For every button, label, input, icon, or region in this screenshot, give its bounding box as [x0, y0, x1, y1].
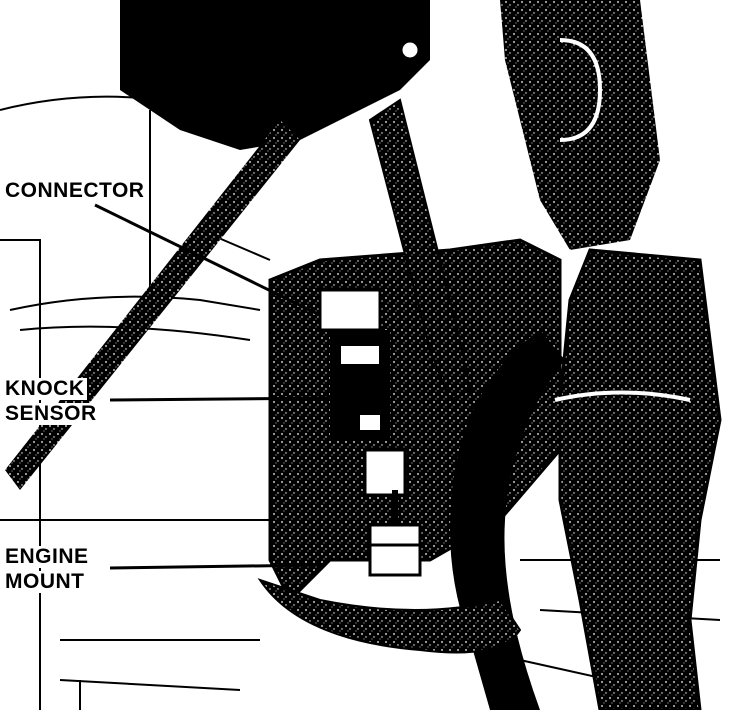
knock-sensor-label-line1: KNOCK [3, 377, 87, 400]
engine-mount-cushion [257, 578, 522, 654]
housing-bolt [399, 39, 421, 61]
knock-sensor-leader [109, 396, 336, 402]
knock-sensor-label-line2: SENSOR [3, 402, 99, 425]
engine-mount-bolt [368, 490, 422, 577]
right-hose [558, 248, 722, 712]
left-hose [5, 120, 300, 490]
connector-label: CONNECTOR [3, 179, 147, 202]
leader-lines [94, 203, 336, 570]
upper-housing [120, 0, 430, 150]
knock-sensor-body [318, 288, 407, 497]
engine-mount-leader [109, 563, 321, 570]
engine-mount-label-line2: MOUNT [3, 570, 87, 593]
connector-leader [94, 203, 321, 317]
engine-mount-label-line1: ENGINE [3, 545, 91, 568]
wire-harness [368, 98, 472, 402]
upper-right-hose [500, 0, 660, 250]
